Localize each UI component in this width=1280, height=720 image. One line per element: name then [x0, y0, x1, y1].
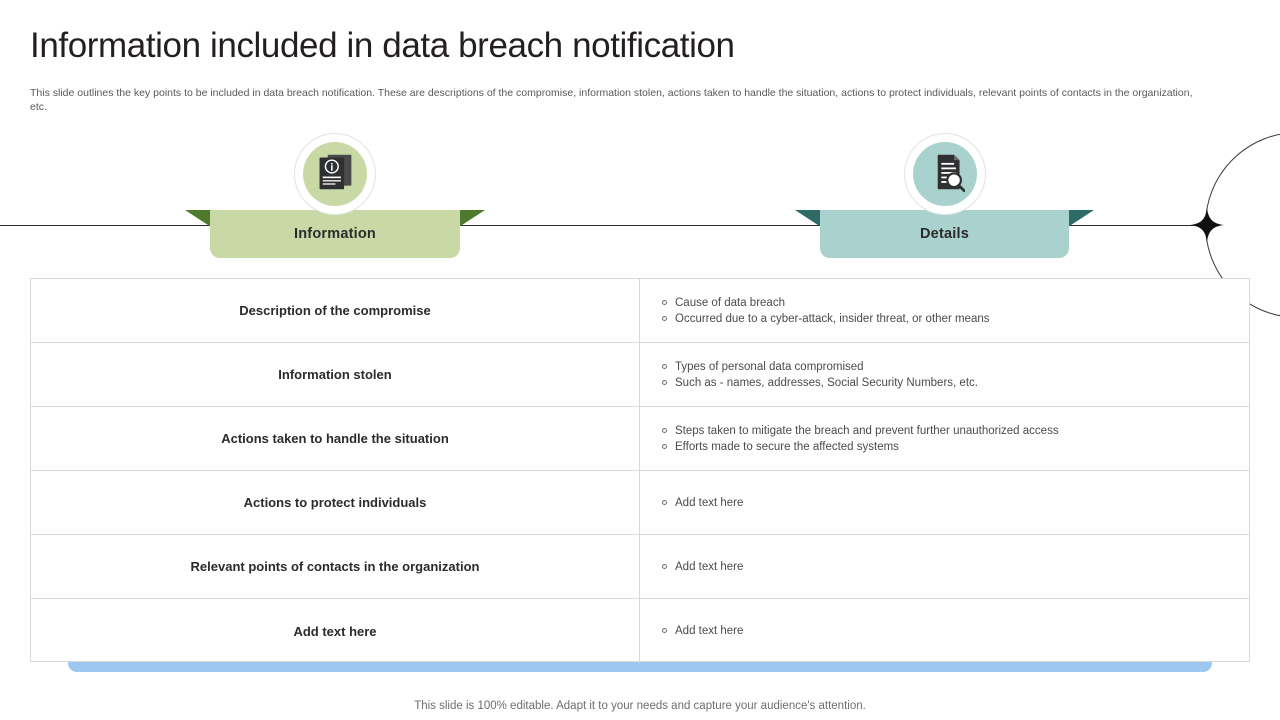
table-cell-information: Description of the compromise [31, 279, 640, 342]
bullet-item: Cause of data breach [662, 295, 1249, 311]
bullet-item: Occurred due to a cyber-attack, insider … [662, 311, 1249, 327]
medallion-information-fill [303, 142, 367, 206]
four-point-star-icon [1190, 208, 1224, 242]
bullet-circle-icon [662, 628, 667, 633]
document-search-icon [925, 151, 966, 198]
banner-information-label: Information [294, 226, 376, 242]
table-row[interactable]: Information stolen Types of personal dat… [31, 343, 1249, 407]
table-row[interactable]: Actions to protect individuals Add text … [31, 471, 1249, 535]
table-cell-details: Cause of data breach Occurred due to a c… [640, 279, 1249, 342]
row-label: Information stolen [278, 367, 392, 382]
medallion-details [905, 134, 985, 214]
bullet-item: Types of personal data compromised [662, 359, 1249, 375]
decorative-horizontal-line [0, 225, 1205, 226]
bullet-circle-icon [662, 443, 667, 449]
table-cell-details: Add text here [640, 471, 1249, 534]
bullet-text: Such as - names, addresses, Social Secur… [675, 376, 978, 389]
bullet-item: Add text here [662, 559, 1249, 575]
row-label: Relevant points of contacts in the organ… [190, 559, 480, 574]
ribbon-fold-right [1068, 210, 1094, 227]
bullet-item: Add text here [662, 623, 1249, 639]
banner-details[interactable]: Details [795, 210, 1094, 258]
banner-information[interactable]: Information [185, 210, 485, 258]
bullet-item: Steps taken to mitigate the breach and p… [662, 423, 1249, 439]
ribbon-fold-left [795, 210, 821, 227]
banner-details-label: Details [920, 226, 969, 242]
bullet-item: Such as - names, addresses, Social Secur… [662, 375, 1249, 391]
footer-note: This slide is 100% editable. Adapt it to… [414, 700, 866, 712]
table-cell-details: Types of personal data compromised Such … [640, 343, 1249, 406]
table-row[interactable]: Relevant points of contacts in the organ… [31, 535, 1249, 599]
ribbon-fold-right [459, 210, 485, 227]
bullet-text: Add text here [675, 560, 744, 573]
bullet-text: Cause of data breach [675, 296, 785, 309]
bullet-item: Add text here [662, 495, 1249, 511]
bullet-circle-icon [662, 363, 667, 369]
banner-information-plate[interactable]: Information [210, 210, 460, 258]
banner-details-plate[interactable]: Details [820, 210, 1069, 258]
bullet-circle-icon [662, 315, 667, 321]
table-cell-information: Actions to protect individuals [31, 471, 640, 534]
details-table: Description of the compromise Cause of d… [30, 278, 1250, 663]
page-title: Information included in data breach noti… [30, 26, 735, 65]
table-cell-details: Add text here [640, 599, 1249, 663]
table-cell-information: Add text here [31, 599, 640, 663]
bullet-text: Efforts made to secure the affected syst… [675, 440, 899, 453]
bullet-text: Types of personal data compromised [675, 360, 864, 373]
bullet-text: Steps taken to mitigate the breach and p… [675, 424, 1059, 437]
ribbon-fold-left [185, 210, 211, 227]
table-cell-details: Add text here [640, 535, 1249, 598]
row-label: Actions to protect individuals [243, 495, 427, 510]
medallion-information [295, 134, 375, 214]
table-row[interactable]: Actions taken to handle the situation St… [31, 407, 1249, 471]
bullet-circle-icon [662, 379, 667, 385]
table-row[interactable]: Description of the compromise Cause of d… [31, 279, 1249, 343]
row-label: Add text here [293, 623, 377, 639]
bullet-item: Efforts made to secure the affected syst… [662, 439, 1249, 455]
row-label: Description of the compromise [239, 303, 431, 318]
table-cell-details: Steps taken to mitigate the breach and p… [640, 407, 1249, 470]
bullet-text: Occurred due to a cyber-attack, insider … [675, 312, 990, 325]
bullet-text: Add text here [675, 496, 744, 509]
medallion-details-fill [913, 142, 977, 206]
table-cell-information: Relevant points of contacts in the organ… [31, 535, 640, 598]
bullet-circle-icon [662, 299, 667, 305]
table-cell-information: Information stolen [31, 343, 640, 406]
page-subtitle: This slide outlines the key points to be… [30, 87, 1193, 113]
bullet-text: Add text here [675, 625, 744, 637]
bullet-circle-icon [662, 427, 667, 433]
table-cell-information: Actions taken to handle the situation [31, 407, 640, 470]
row-label: Actions taken to handle the situation [221, 431, 449, 446]
document-info-icon [315, 151, 355, 198]
bullet-circle-icon [662, 499, 667, 505]
table-row[interactable]: Add text here Add text here [31, 599, 1249, 663]
bullet-circle-icon [662, 563, 667, 569]
